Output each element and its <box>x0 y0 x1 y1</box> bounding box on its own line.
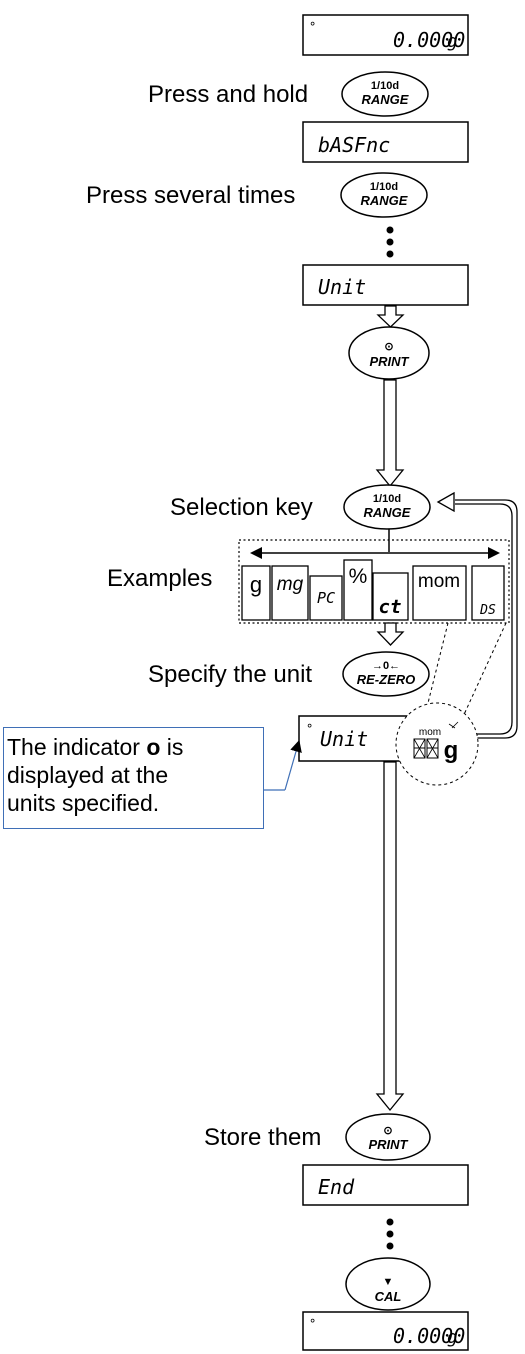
callout-box <box>3 727 264 829</box>
examples-dotted-box <box>238 539 510 624</box>
unit-example-percent: % <box>343 559 373 621</box>
hollow-arrow-3 <box>376 622 405 646</box>
print-button-1[interactable]: ⊙ PRINT <box>348 326 430 380</box>
display-text: End <box>318 1175 355 1199</box>
zoom-g-label: g <box>444 737 459 764</box>
unit-text: ct <box>379 596 402 618</box>
display-value: 0.0000 <box>393 1324 465 1348</box>
label-examples: Examples <box>107 565 212 592</box>
print-button-2[interactable]: ⊙ PRINT <box>345 1113 431 1161</box>
segment-placeholder-icon <box>413 738 439 759</box>
label-specify-unit: Specify the unit <box>148 661 312 688</box>
hollow-arrow-2 <box>375 379 405 488</box>
unit-text: g <box>250 572 262 597</box>
unit-example-pc: PC <box>309 575 343 621</box>
display-start: ° 0.0000 g <box>302 14 469 56</box>
range-key-bottom: RANGE <box>364 505 411 520</box>
unit-example-g: g <box>241 565 271 621</box>
callout-line-2: displayed at the <box>7 762 169 788</box>
label-store-them: Store them <box>204 1124 321 1151</box>
range-button-2[interactable]: 1/10d RANGE <box>340 172 428 218</box>
display-text: bASFnc <box>318 133 390 157</box>
display-text: Unit <box>318 275 366 299</box>
unit-example-ds: DS <box>471 565 505 621</box>
indicator-dot: ° <box>309 20 316 34</box>
indicator-symbol: o <box>146 734 161 760</box>
callout-pointer <box>284 739 302 791</box>
display-value: 0.0000 <box>393 28 465 52</box>
display-end: End <box>302 1164 469 1206</box>
unit-text: mg <box>277 574 304 595</box>
print-key-icon: ⊙ <box>384 341 393 353</box>
unit-text: mom <box>418 571 460 592</box>
hollow-arrow-4 <box>375 761 405 1112</box>
display-final: ° 0.0000 g <box>302 1311 469 1351</box>
display-unit: g <box>447 31 458 52</box>
loop-arrow <box>436 491 518 739</box>
print-key-icon: ⊙ <box>383 1125 392 1137</box>
indicator-dot: ° <box>306 722 313 736</box>
cal-button[interactable]: ▼ CAL <box>345 1257 431 1311</box>
range-key-bottom: RANGE <box>361 193 408 208</box>
rezero-key-top: →0← <box>372 660 400 672</box>
display-text: Unit <box>320 727 368 751</box>
zoom-guide-right <box>455 622 507 733</box>
callout-line-3: units specified. <box>7 790 160 816</box>
display-unit-menu: Unit <box>302 264 469 306</box>
label-press-several-times: Press several times <box>86 182 295 209</box>
sparkle-icon <box>448 721 459 729</box>
label-selection-key: Selection key <box>170 494 313 521</box>
range-button-selection[interactable]: 1/10d RANGE <box>343 484 431 530</box>
unit-text: DS <box>479 603 496 618</box>
display-unit: g <box>447 1327 458 1348</box>
callout-line-1: The indicator o is <box>7 734 184 760</box>
unit-example-ct: ct <box>372 572 409 621</box>
range-key-top: 1/10d <box>373 493 401 505</box>
cal-triangle-icon: ▼ <box>383 1276 394 1288</box>
rezero-button[interactable]: →0← RE-ZERO <box>342 651 430 697</box>
rezero-key-bottom: RE-ZERO <box>357 672 416 687</box>
hollow-arrow-1 <box>376 305 405 328</box>
indicator-dot: ° <box>309 1317 316 1331</box>
range-key-top: 1/10d <box>371 80 399 92</box>
range-key-top: 1/10d <box>370 181 398 193</box>
double-arrow <box>250 547 500 559</box>
print-key-label: PRINT <box>369 1137 409 1152</box>
unit-text: PC <box>317 589 335 607</box>
unit-text: % <box>349 565 368 588</box>
cal-key-label: CAL <box>375 1289 402 1304</box>
zoom-mom-label: mom <box>419 727 441 738</box>
unit-example-mom: mom <box>412 565 467 621</box>
unit-example-mg: mg <box>271 565 309 621</box>
print-key-label: PRINT <box>370 354 410 369</box>
ellipsis-dots-1 <box>386 226 394 258</box>
display-basfnc: bASFnc <box>302 121 469 163</box>
callout-text: The indicator o is displayed at the unit… <box>7 733 263 817</box>
range-button-1[interactable]: 1/10d RANGE <box>341 71 429 117</box>
label-press-and-hold: Press and hold <box>148 81 308 108</box>
zoom-circle: mom g <box>395 702 479 786</box>
range-key-bottom: RANGE <box>362 92 409 107</box>
ellipsis-dots-2 <box>386 1218 394 1250</box>
